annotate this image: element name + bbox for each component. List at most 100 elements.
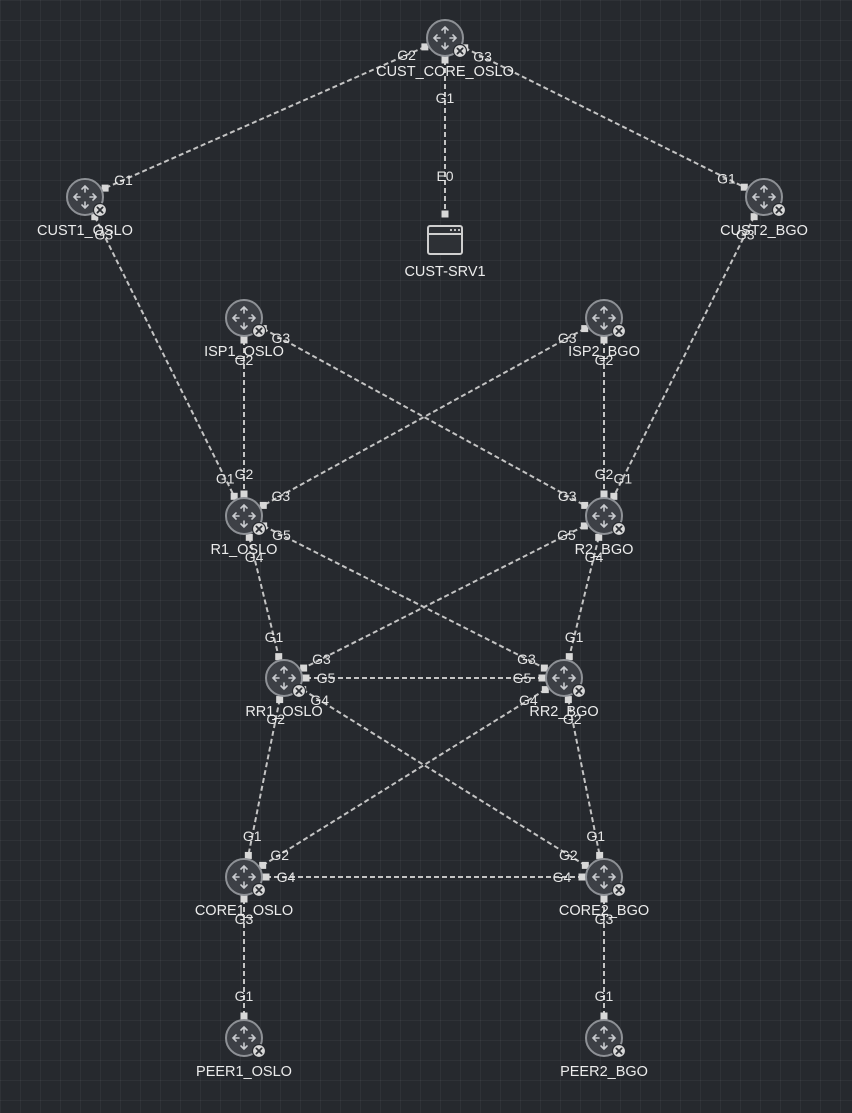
port-square — [101, 184, 109, 192]
node-label: CUST1_OSLO — [37, 223, 133, 239]
port-square — [240, 490, 248, 498]
link-line[interactable] — [303, 525, 585, 669]
link-cust2-bgo-to-r2-bgo[interactable] — [610, 213, 758, 500]
port-square — [750, 213, 758, 221]
port-square — [581, 861, 589, 869]
port-square — [275, 653, 283, 661]
link-line[interactable] — [262, 327, 586, 507]
link-line[interactable] — [247, 699, 281, 856]
link-r2-bgo-to-rr1-oslo[interactable] — [300, 522, 588, 672]
interface-label: G1 — [436, 90, 455, 106]
router-icon[interactable] — [265, 659, 303, 697]
link-isp2-bgo-to-r2-bgo[interactable] — [600, 336, 608, 498]
link-core1-oslo-to-peer1-oslo[interactable] — [240, 895, 248, 1020]
port-square — [596, 851, 604, 859]
node-peer2-bgo[interactable] — [585, 1019, 627, 1059]
node-rr1-oslo[interactable] — [265, 659, 307, 699]
server-icon[interactable] — [427, 225, 463, 255]
port-square — [610, 492, 618, 500]
node-peer1-oslo[interactable] — [225, 1019, 267, 1059]
interface-label: G3 — [235, 911, 254, 927]
link-r2-bgo-to-rr2-bgo[interactable] — [565, 533, 603, 661]
stopped-badge-icon — [251, 1043, 267, 1059]
node-label: CORE2_BGO — [559, 903, 649, 919]
interface-label: G2 — [266, 711, 285, 727]
router-icon[interactable] — [745, 178, 783, 216]
interface-label: G3 — [271, 488, 290, 504]
link-isp1-oslo-to-r1-oslo[interactable] — [240, 336, 248, 498]
stopped-badge-icon — [611, 521, 627, 537]
stopped-badge-icon — [291, 683, 307, 699]
interface-label: G1 — [565, 629, 584, 645]
link-line[interactable] — [464, 46, 745, 189]
node-isp2-bgo[interactable] — [585, 299, 627, 339]
port-square — [564, 696, 572, 704]
node-core1-oslo[interactable] — [225, 858, 267, 898]
router-icon[interactable] — [585, 497, 623, 535]
stopped-badge-icon — [611, 882, 627, 898]
node-core2-bgo[interactable] — [585, 858, 627, 898]
link-r1-oslo-to-rr1-oslo[interactable] — [245, 533, 283, 661]
interface-label: G3 — [271, 330, 290, 346]
stopped-badge-icon — [611, 1043, 627, 1059]
stopped-badge-icon — [251, 521, 267, 537]
interface-label: G3 — [517, 651, 536, 667]
node-r2-bgo[interactable] — [585, 497, 627, 537]
router-icon[interactable] — [585, 858, 623, 896]
node-isp1-oslo[interactable] — [225, 299, 267, 339]
link-rr2-bgo-to-core2-bgo[interactable] — [564, 696, 604, 859]
link-line[interactable] — [612, 216, 756, 497]
router-icon[interactable] — [545, 659, 583, 697]
node-r1-oslo[interactable] — [225, 497, 267, 537]
interface-label: G2 — [559, 847, 578, 863]
link-core1-oslo-to-core2-bgo[interactable] — [262, 873, 586, 881]
node-label: PEER2_BGO — [560, 1064, 648, 1080]
port-square — [240, 1012, 248, 1020]
interface-label: G2 — [595, 466, 614, 482]
link-line[interactable] — [248, 537, 280, 657]
link-line[interactable] — [93, 216, 236, 497]
router-icon[interactable] — [585, 1019, 623, 1057]
router-icon[interactable] — [225, 1019, 263, 1057]
port-square — [581, 325, 589, 333]
port-square — [565, 653, 573, 661]
interface-label: G1 — [216, 470, 235, 486]
port-square — [441, 210, 449, 218]
link-line[interactable] — [568, 537, 600, 657]
link-cust1-oslo-to-r1-oslo[interactable] — [91, 213, 238, 500]
router-icon[interactable] — [66, 178, 104, 216]
router-icon[interactable] — [225, 299, 263, 337]
interface-label: G5 — [557, 527, 576, 543]
router-icon[interactable] — [225, 858, 263, 896]
interface-label: E0 — [436, 168, 453, 184]
link-rr2-bgo-to-core1-oslo[interactable] — [259, 686, 549, 869]
interface-label: G3 — [558, 330, 577, 346]
link-cust-core-oslo-to-cust1-oslo[interactable] — [101, 43, 429, 192]
interface-label: G3 — [473, 49, 492, 65]
link-cust-core-oslo-to-cust-srv1[interactable] — [441, 56, 449, 218]
link-r1-oslo-to-rr2-bgo[interactable] — [260, 522, 548, 672]
router-icon[interactable] — [585, 299, 623, 337]
node-cust-srv1[interactable] — [427, 225, 463, 255]
interface-label: G5 — [317, 670, 336, 686]
port-square — [740, 183, 748, 191]
router-icon[interactable] — [225, 497, 263, 535]
port-square — [600, 490, 608, 498]
link-isp2-bgo-to-r1-oslo[interactable] — [259, 325, 589, 509]
link-line[interactable] — [263, 525, 545, 669]
link-line[interactable] — [567, 699, 601, 856]
node-cust1-oslo[interactable] — [66, 178, 108, 218]
node-cust-core-oslo[interactable] — [426, 19, 468, 59]
node-cust2-bgo[interactable] — [745, 178, 787, 218]
port-square — [600, 895, 608, 903]
interface-label: G3 — [595, 911, 614, 927]
link-line[interactable] — [104, 45, 426, 190]
link-rr1-oslo-to-core1-oslo[interactable] — [244, 696, 284, 859]
link-line[interactable] — [262, 327, 586, 507]
link-rr1-oslo-to-rr2-bgo[interactable] — [302, 674, 546, 682]
link-core2-bgo-to-peer2-bgo[interactable] — [600, 895, 608, 1020]
router-icon[interactable] — [426, 19, 464, 57]
port-square — [230, 492, 238, 500]
node-rr2-bgo[interactable] — [545, 659, 587, 699]
